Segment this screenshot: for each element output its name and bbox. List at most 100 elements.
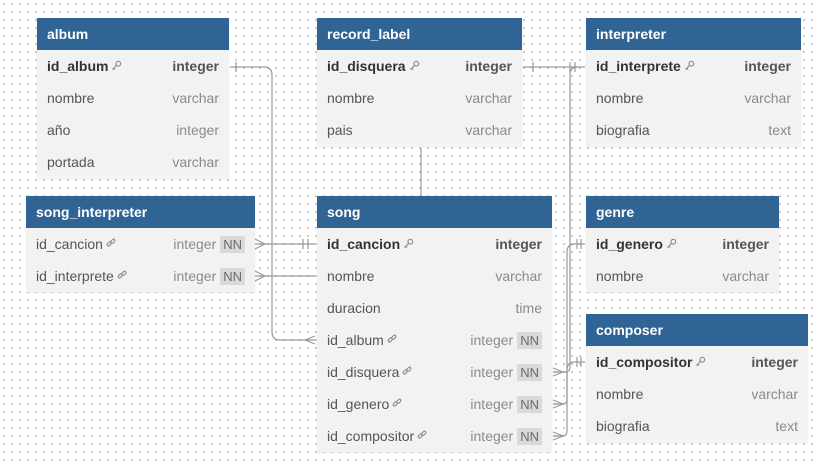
- column-row[interactable]: id_interprete integer: [586, 50, 801, 82]
- column-name: biografia: [596, 114, 650, 146]
- column-name: id_cancion: [327, 228, 414, 262]
- key-icon: [403, 238, 414, 252]
- column-type-text: varchar: [495, 268, 542, 284]
- column-row[interactable]: duracion time: [317, 292, 552, 324]
- key-icon: [666, 238, 677, 252]
- column-type: varchar: [172, 146, 219, 178]
- column-type-text: varchar: [172, 90, 219, 106]
- column-name-text: nombre: [596, 386, 644, 402]
- link-icon: [387, 334, 398, 348]
- column-row[interactable]: nombre varchar: [586, 82, 801, 114]
- column-name: portada: [47, 146, 94, 178]
- column-name-text: id_album: [47, 58, 109, 74]
- link-icon: [402, 366, 413, 380]
- column-name-text: nombre: [327, 90, 375, 106]
- column-row[interactable]: nombre varchar: [586, 378, 808, 410]
- column-type-text: text: [775, 418, 798, 434]
- column-name: id_compositor: [596, 346, 706, 380]
- column-name: id_compositor: [327, 420, 428, 454]
- column-type: integer: [495, 228, 542, 260]
- link-icon: [106, 238, 117, 252]
- table-header[interactable]: song: [317, 196, 552, 228]
- column-name-text: id_compositor: [596, 354, 693, 370]
- column-type: varchar: [495, 260, 542, 292]
- column-type-text: text: [768, 122, 791, 138]
- column-row[interactable]: id_cancion integer: [317, 228, 552, 260]
- column-name: nombre: [596, 378, 643, 410]
- table-header[interactable]: album: [37, 18, 229, 50]
- column-type: varchar: [751, 378, 798, 410]
- column-name: id_album: [327, 324, 398, 358]
- column-row[interactable]: biografia text: [586, 114, 801, 146]
- column-type-text: integer: [744, 58, 791, 74]
- column-name: nombre: [327, 82, 374, 114]
- table-header[interactable]: genre: [586, 196, 779, 228]
- link-icon: [417, 430, 428, 444]
- column-type: integer: [722, 228, 769, 260]
- column-name-text: id_album: [327, 332, 384, 348]
- link-icon: [392, 398, 403, 412]
- column-row[interactable]: id_genero integer: [586, 228, 779, 260]
- column-name-text: id_disquera: [327, 364, 400, 380]
- column-name: id_interprete: [596, 50, 695, 84]
- table-header[interactable]: interpreter: [586, 18, 801, 50]
- column-name-text: id_cancion: [36, 236, 103, 252]
- column-name-text: id_interprete: [36, 268, 114, 284]
- column-row[interactable]: nombre varchar: [37, 82, 229, 114]
- column-type-text: varchar: [465, 90, 512, 106]
- column-type-text: integer: [176, 122, 219, 138]
- column-type-text: integer: [722, 236, 769, 252]
- column-name-text: nombre: [596, 90, 644, 106]
- column-name: duracion: [327, 292, 381, 324]
- table-header[interactable]: song_interpreter: [26, 196, 255, 228]
- column-type-text: integer: [173, 268, 217, 284]
- column-name-text: nombre: [596, 268, 644, 284]
- column-name-text: id_genero: [327, 396, 390, 412]
- column-name-text: nombre: [47, 90, 95, 106]
- not-null-badge: NN: [220, 236, 245, 253]
- column-type: varchar: [744, 82, 791, 114]
- column-row[interactable]: nombre varchar: [317, 82, 522, 114]
- column-type-text: time: [515, 300, 542, 316]
- column-name-text: biografia: [596, 122, 650, 138]
- table-header[interactable]: record_label: [317, 18, 522, 50]
- column-name-text: id_cancion: [327, 236, 401, 252]
- column-type: time: [516, 292, 542, 324]
- column-type: integer: [744, 50, 791, 82]
- key-icon: [695, 356, 706, 370]
- table-interpreter[interactable]: interpreter id_interprete integer nombre var…: [586, 18, 801, 146]
- column-name-text: pais: [327, 122, 353, 138]
- column-name: nombre: [47, 82, 94, 114]
- table-header[interactable]: composer: [586, 314, 808, 346]
- column-name-text: duracion: [327, 300, 381, 316]
- column-name-text: id_compositor: [327, 428, 415, 444]
- column-name: id_interprete: [36, 260, 128, 294]
- column-name-text: id_interprete: [596, 58, 681, 74]
- column-name: id_genero: [596, 228, 677, 262]
- column-row[interactable]: portada varchar: [37, 146, 229, 178]
- column-name-text: id_genero: [596, 236, 663, 252]
